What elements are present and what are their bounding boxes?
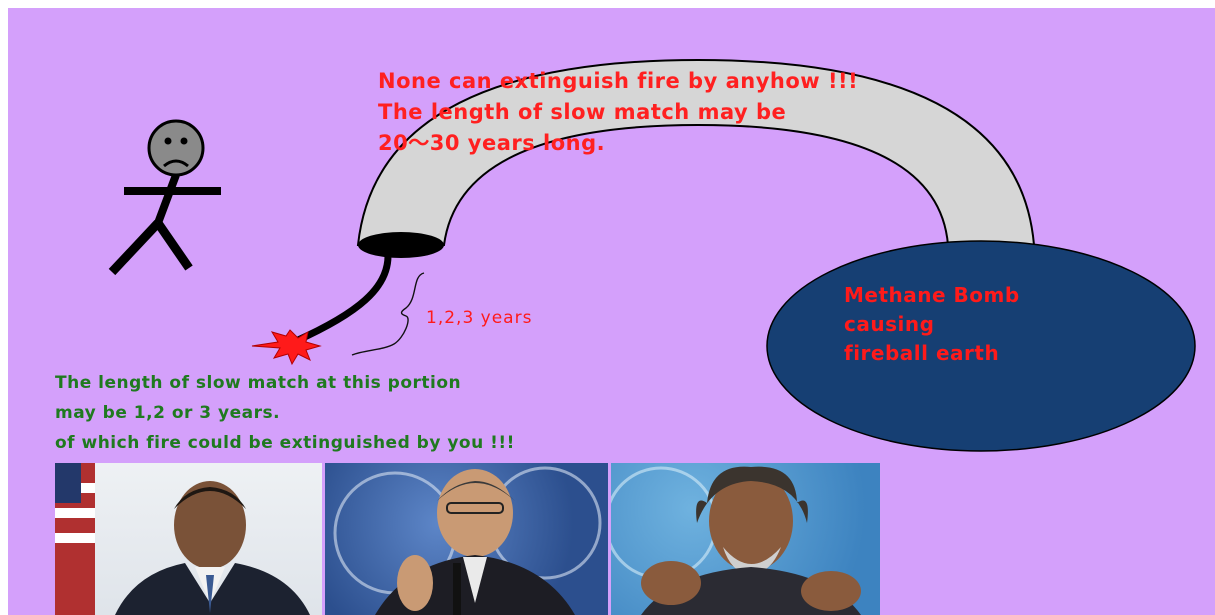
bomb-label: Methane Bomb causing fireball earth [844,281,1020,368]
warning-text: None can extinguish fire by anyhow !!! T… [378,66,858,159]
warning-line-2: The length of slow match may be [378,100,787,124]
portrait-photo-3 [611,463,880,615]
sad-stick-figure-icon [108,119,221,276]
portrait-photo-1 [55,463,322,615]
diagram-art [108,58,1196,452]
bomb-label-line-1: Methane Bomb [844,283,1020,307]
duration-label: 1,2,3 years [426,308,533,328]
tube-opening [358,232,444,258]
spark-icon [251,329,322,366]
bomb-label-line-2: causing [844,312,935,336]
slide: None can extinguish fire by anyhow !!! T… [8,8,1215,615]
bomb-label-line-3: fireball earth [844,341,1000,365]
slow-match-note: The length of slow match at this portion… [55,368,515,458]
warning-line-3: 20〜30 years long. [378,131,606,155]
slow-match-note-line-3: of which fire could be extinguished by y… [55,433,515,453]
portrait-photo-2 [325,463,608,615]
slow-match-note-line-2: may be 1,2 or 3 years. [55,403,281,423]
portrait-1-art [55,463,310,615]
methane-bomb [766,240,1196,452]
portrait-3-art [611,466,861,615]
short-fuse [292,252,392,345]
fuse-tube [356,58,1036,246]
curly-brace-icon [351,272,425,356]
slow-match-note-line-1: The length of slow match at this portion [55,373,462,393]
portrait-2-art [333,466,602,615]
warning-line-1: None can extinguish fire by anyhow !!! [378,69,859,93]
